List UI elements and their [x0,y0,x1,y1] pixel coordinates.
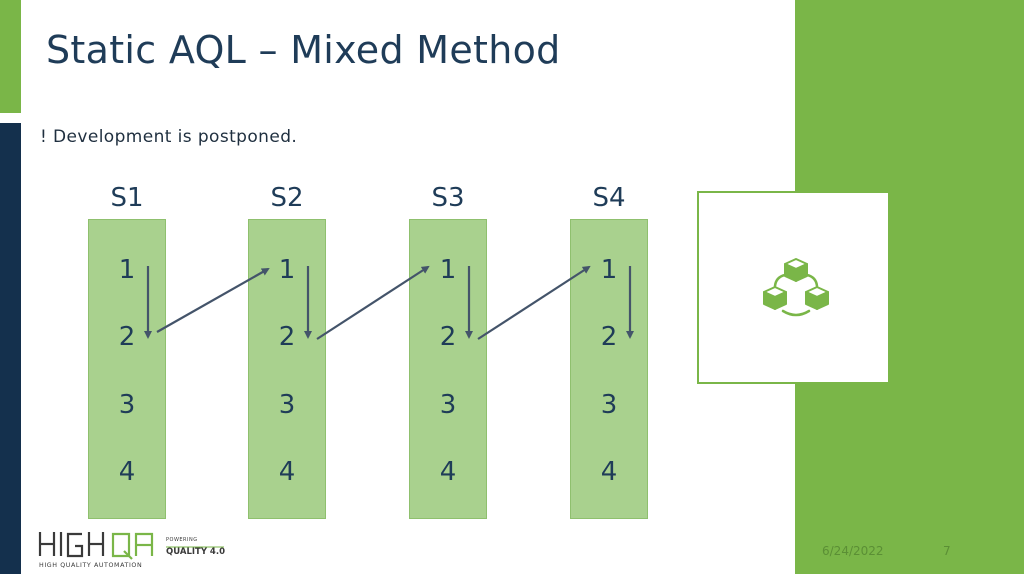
s1-item-3: 3 [118,390,136,420]
s4-item-3: 3 [600,390,618,420]
left-accent-bar-navy [0,123,21,574]
s2-item-3: 3 [278,390,296,420]
slide-title: Static AQL – Mixed Method [46,28,561,72]
column-heading-s4: S4 [592,183,626,213]
footer-date: 6/24/2022 [822,544,884,558]
s3-item-1: 1 [439,255,457,285]
s3-item-4: 4 [439,457,457,487]
s3-item-3: 3 [439,390,457,420]
svg-text:QUALITY 4.0: QUALITY 4.0 [166,547,225,557]
s3-item-2: 2 [439,322,457,352]
column-heading-s2: S2 [270,183,304,213]
s2-item-4: 4 [278,457,296,487]
slide-note: ! Development is postponed. [40,127,298,147]
arrow-diag-s1-s2 [156,268,270,333]
s2-item-1: 1 [278,255,296,285]
left-accent-bar-green [0,0,21,113]
svg-text:POWERING: POWERING [166,537,198,543]
s4-item-2: 2 [600,322,618,352]
s1-item-1: 1 [118,255,136,285]
column-heading-s3: S3 [431,183,465,213]
s1-item-2: 2 [118,322,136,352]
s2-item-2: 2 [278,322,296,352]
s1-item-4: 4 [118,457,136,487]
arrow-diag-s3-s4 [477,265,591,340]
column-heading-s1: S1 [110,183,144,213]
column-bar-s1 [88,219,166,519]
arrow-diag-s2-s3 [316,265,430,340]
icon-card [697,191,890,384]
footer-page-number: 7 [943,544,951,558]
s4-item-4: 4 [600,457,618,487]
s4-item-1: 1 [600,255,618,285]
connected-cubes-icon [763,258,829,317]
high-qa-logo: HIGH QUALITY AUTOMATION POWERING QUALITY… [38,532,225,569]
svg-text:HIGH QUALITY AUTOMATION: HIGH QUALITY AUTOMATION [39,562,142,569]
